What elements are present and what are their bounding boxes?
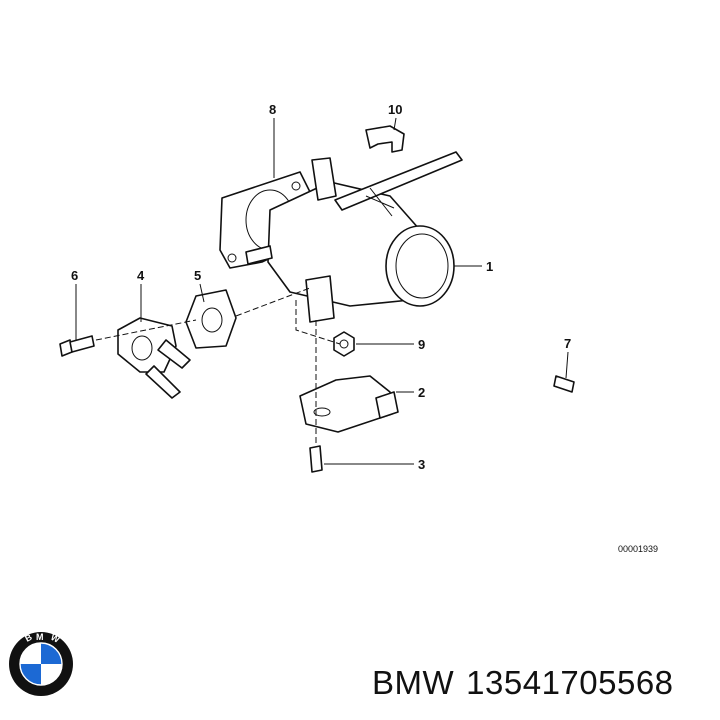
screw-part-6 bbox=[59, 335, 95, 357]
callout-2: 2 bbox=[418, 385, 425, 400]
connector-part-4 bbox=[117, 317, 191, 399]
svg-text:B: B bbox=[23, 632, 34, 644]
assembly-lines bbox=[95, 287, 341, 446]
callout-8: 8 bbox=[269, 102, 276, 117]
sensor-part-2 bbox=[299, 375, 399, 433]
gasket-part-5 bbox=[185, 289, 237, 349]
callout-5: 5 bbox=[194, 268, 201, 283]
clip-part-10 bbox=[365, 125, 405, 153]
bmw-logo: B M W bbox=[9, 632, 73, 696]
callout-1: 1 bbox=[486, 259, 493, 274]
diagram-reference-code: 00001939 bbox=[618, 544, 658, 554]
caption: BMW 13541705568 bbox=[372, 664, 674, 702]
svg-text:M: M bbox=[36, 632, 44, 642]
throttle-body-part-1 bbox=[245, 151, 463, 323]
pin-part-7 bbox=[553, 375, 575, 393]
callout-9: 9 bbox=[418, 337, 425, 352]
caption-brand: BMW bbox=[372, 664, 455, 701]
callouts: 1 2 3 4 5 6 7 8 9 10 bbox=[71, 102, 571, 472]
callout-7: 7 bbox=[564, 336, 571, 351]
caption-part-number: 13541705568 bbox=[466, 664, 674, 701]
nut-part-9 bbox=[333, 331, 355, 357]
callout-4: 4 bbox=[137, 268, 145, 283]
callout-6: 6 bbox=[71, 268, 78, 283]
leader-lines bbox=[75, 117, 569, 465]
screw-part-3 bbox=[309, 445, 323, 473]
callout-10: 10 bbox=[388, 102, 402, 117]
callout-3: 3 bbox=[418, 457, 425, 472]
